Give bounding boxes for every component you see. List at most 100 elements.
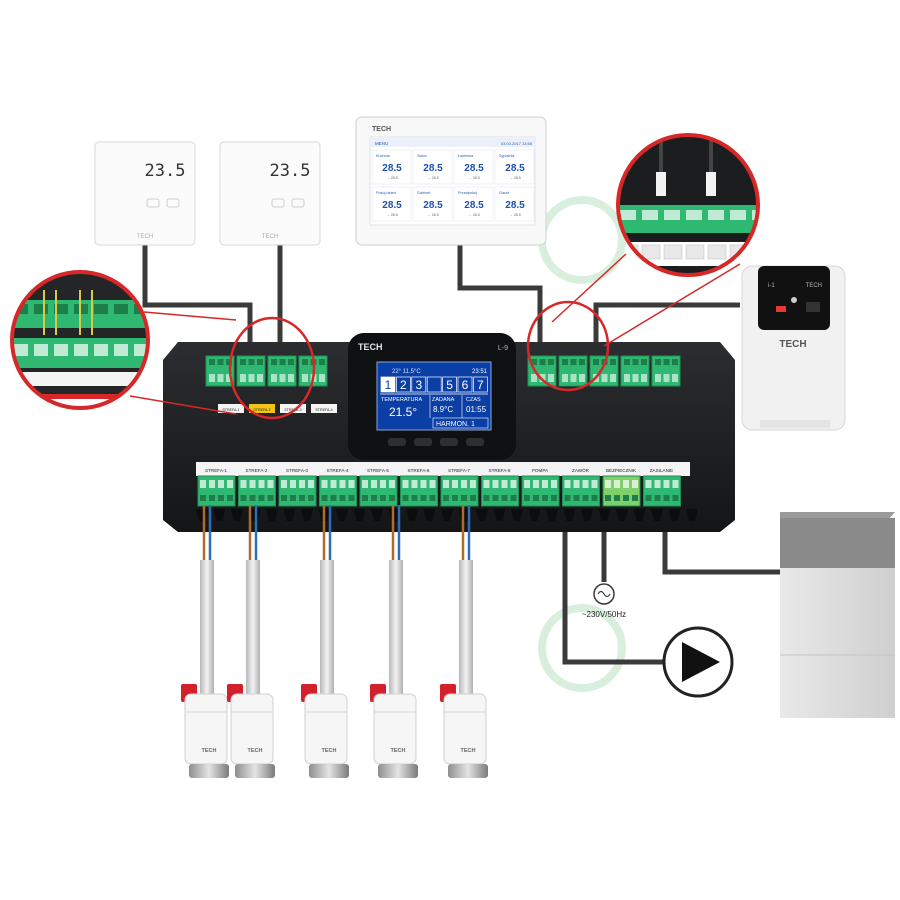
svg-text:2: 2: [400, 378, 407, 392]
lcd-status: 22° 11.5°C: [392, 369, 421, 375]
zone-sub: → 28.5: [509, 213, 521, 217]
terminal-block: [521, 475, 560, 507]
panel-zone-tile[interactable]: Sypialnia 28.5 → 28.5: [494, 149, 535, 185]
top-terminal-label: STREFA-2: [253, 408, 270, 412]
terminal-block: [278, 475, 317, 507]
svg-text:7: 7: [477, 378, 484, 392]
lcd-time-value: 01:55: [466, 405, 487, 414]
external-unit-box: [780, 512, 895, 718]
terminal-block: [562, 475, 600, 507]
callout-left: [10, 270, 316, 420]
svg-text:6: 6: [462, 378, 469, 392]
thermostat-brand: TECH: [137, 234, 153, 240]
lcd-zone-digit: 6: [457, 376, 473, 393]
controller-buttons: [388, 438, 484, 446]
actuator: TECH: [440, 505, 488, 778]
button-menu[interactable]: [388, 438, 406, 446]
terminal-block: [481, 475, 519, 507]
zone-name: Kuchnia: [376, 154, 391, 158]
lcd-zone-digit: 3: [411, 376, 427, 393]
button-plus[interactable]: [440, 438, 458, 446]
panel-header-left: MENU: [375, 141, 388, 146]
panel-header-right: 03.03.2017 13:55: [501, 141, 533, 146]
button-minus[interactable]: [414, 438, 432, 446]
wire-panel: [457, 245, 543, 345]
controller-model: L-9: [498, 345, 508, 352]
terminal-block: [440, 475, 479, 507]
terminal-block: [319, 475, 357, 507]
terminal-block: [527, 355, 557, 387]
module-front-brand: TECH: [779, 339, 806, 350]
zone-name: Sypialnia: [499, 154, 515, 158]
zone-value: 28.5: [505, 163, 525, 174]
wire-module: [593, 302, 740, 345]
module-model: i-1: [768, 283, 775, 289]
svg-text:1: 1: [385, 378, 392, 392]
terminal-block: [643, 475, 681, 507]
terminal-block: [236, 355, 266, 387]
zone-sub: → 28.5: [468, 176, 480, 180]
actuator: TECH: [181, 505, 229, 778]
room-thermostat-2: 23.5 TECH: [219, 141, 321, 246]
zone-sub: → 28.5: [468, 213, 480, 217]
terminal-label: STREFA-6: [408, 468, 430, 473]
lcd-zone-digit: [426, 376, 442, 393]
terminal-block: [589, 355, 619, 387]
lcd-temp-label: TEMPERATURA: [381, 397, 422, 403]
actuator: TECH: [370, 505, 418, 778]
controller-brand: TECH: [358, 342, 383, 352]
zone-name: Garaż: [499, 191, 509, 195]
side-module: i-1 TECH TECH: [741, 265, 846, 431]
wire-thermostat-1: [142, 245, 253, 345]
lcd-set-value: 8.9°C: [433, 405, 453, 414]
zone-value: 28.5: [464, 163, 484, 174]
circulation-pump: [662, 626, 734, 698]
thermostat-reading: 23.5: [270, 161, 311, 181]
zone-value: 28.5: [423, 163, 443, 174]
svg-text:3: 3: [415, 378, 422, 392]
terminal-block: [602, 475, 641, 507]
bottom-terminal-blocks: [197, 475, 681, 507]
terminal-label: STREFA-4: [327, 468, 349, 473]
room-thermostat-1: 23.5 TECH: [94, 141, 196, 246]
panel-brand: TECH: [372, 126, 391, 133]
lcd-zone-digit: 5: [442, 376, 457, 393]
panel-zone-tile[interactable]: Garaż 28.5 → 28.5: [494, 186, 535, 222]
lcd-set-label: ZADANA: [432, 397, 455, 403]
terminal-block: [238, 475, 276, 507]
svg-text:5: 5: [446, 378, 453, 392]
zone-sub: → 28.5: [509, 176, 521, 180]
terminal-label: ZASILANIE: [650, 468, 674, 473]
actuator-brand: TECH: [248, 748, 263, 754]
module-brand: TECH: [806, 283, 822, 289]
actuator-brand: TECH: [391, 748, 406, 754]
zone-value: 28.5: [382, 163, 402, 174]
terminal-block: [651, 355, 681, 387]
zone-value: 28.5: [505, 200, 525, 211]
terminal-label: POMPA: [532, 468, 549, 473]
thermostat-reading: 23.5: [145, 161, 186, 181]
zone-name: Pokój dzieci: [376, 191, 396, 195]
thermostat-brand: TECH: [262, 234, 278, 240]
button-exit[interactable]: [466, 438, 484, 446]
actuator-brand: TECH: [461, 748, 476, 754]
zone-value: 28.5: [423, 200, 443, 211]
terminal-label: BEZPIECZNIK: [606, 468, 637, 473]
wire-pump-out: [562, 505, 670, 665]
zone-value: 28.5: [464, 200, 484, 211]
lcd-zone-digit: 2: [396, 376, 411, 393]
zone-sub: → 28.5: [427, 176, 439, 180]
lcd-time: 23:51: [472, 369, 488, 375]
zone-sub: → 28.5: [386, 213, 398, 217]
